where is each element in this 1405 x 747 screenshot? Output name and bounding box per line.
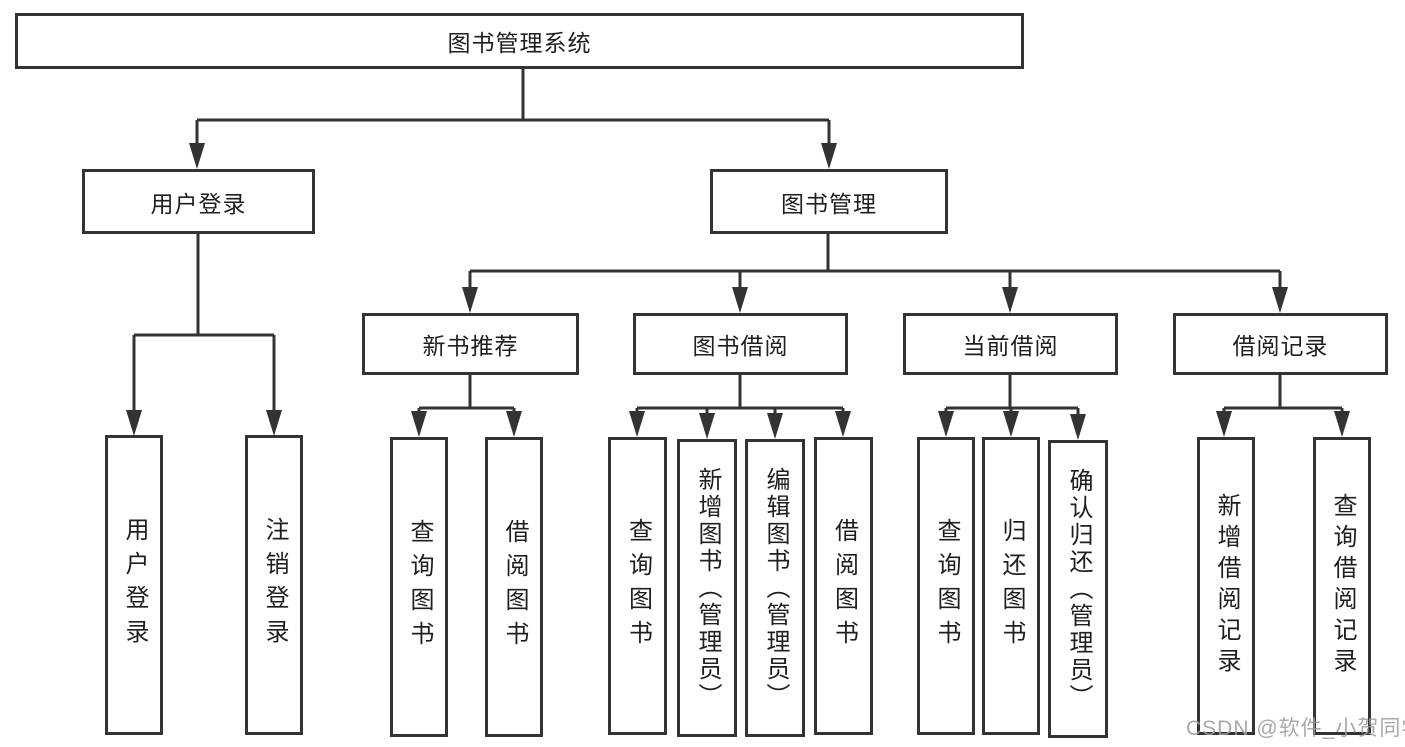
arrowhead [189, 143, 205, 169]
leaf-user-login: 用户登录 [105, 435, 163, 735]
node-label: 借阅记录 [1232, 333, 1329, 359]
arrowhead [1216, 411, 1232, 437]
node-label: 查询图书 [933, 518, 960, 654]
arrowhead [821, 143, 837, 169]
leaf-borrow-books-recommend: 借阅图书 [485, 437, 543, 737]
arrowhead [1003, 411, 1019, 437]
node-label: 借阅图书 [830, 518, 858, 654]
arrowhead [1272, 287, 1288, 313]
node-label: 用户登录 [121, 517, 148, 653]
leaf-return-books: 归还图书 [982, 437, 1040, 735]
node-label: 新书推荐 [422, 333, 519, 359]
arrowhead [732, 287, 748, 313]
arrowhead [1002, 287, 1018, 313]
node-label: 新增借阅记录 [1213, 493, 1240, 679]
leaf-query-books-recommend: 查询图书 [390, 437, 448, 737]
node-label: 确认归还（管理员） [1065, 467, 1092, 711]
arrowhead [1334, 411, 1350, 437]
arrowhead [411, 411, 427, 437]
node-label: 查询图书 [624, 518, 652, 654]
node-borrowing-records: 借阅记录 [1173, 313, 1388, 375]
node-label: 注销登录 [261, 517, 288, 653]
node-label: 编辑图书（管理员） [762, 466, 789, 710]
node-book-management: 图书管理 [710, 169, 948, 234]
arrowhead [126, 410, 142, 436]
leaf-logout: 注销登录 [245, 435, 303, 735]
node-label: 图书管理 [781, 190, 877, 217]
leaf-add-books-admin: 新增图书（管理员） [677, 439, 737, 737]
node-label: 查询借阅记录 [1329, 493, 1356, 679]
leaf-add-borrow-record: 新增借阅记录 [1197, 437, 1255, 735]
arrowhead [938, 411, 954, 437]
node-label: 用户登录 [150, 190, 247, 217]
leaf-borrow-books: 借阅图书 [814, 437, 873, 735]
node-new-book-recommend: 新书推荐 [362, 313, 579, 375]
watermark: CSDN @软件_小贺同学 [1186, 717, 1405, 740]
node-label: 图书借阅 [692, 333, 789, 359]
arrowhead [835, 411, 851, 437]
node-user-login: 用户登录 [82, 169, 315, 234]
node-book-borrowing: 图书借阅 [633, 313, 848, 375]
leaf-query-books-borrow: 查询图书 [608, 437, 667, 735]
node-label: 查询图书 [406, 519, 433, 655]
leaf-edit-books-admin: 编辑图书（管理员） [745, 439, 805, 737]
connector-path [132, 69, 1344, 415]
node-label: 归还图书 [998, 518, 1025, 654]
node-library-management-system: 图书管理系统 [15, 13, 1024, 69]
leaf-confirm-return-admin: 确认归还（管理员） [1048, 440, 1108, 738]
node-label: 图书管理系统 [447, 30, 592, 56]
leaf-query-borrow-record: 查询借阅记录 [1313, 437, 1371, 735]
node-current-borrowing: 当前借阅 [903, 313, 1118, 375]
arrowhead [462, 287, 478, 313]
node-label: 当前借阅 [962, 333, 1059, 359]
leaf-query-books-current: 查询图书 [917, 437, 975, 735]
node-label: 新增图书（管理员） [694, 466, 721, 710]
arrowhead [629, 411, 645, 437]
arrowhead [767, 413, 783, 439]
arrowhead [1070, 414, 1086, 440]
arrowhead [506, 411, 522, 437]
arrowhead [699, 413, 715, 439]
node-label: 借阅图书 [501, 519, 528, 655]
arrowhead [266, 410, 282, 436]
